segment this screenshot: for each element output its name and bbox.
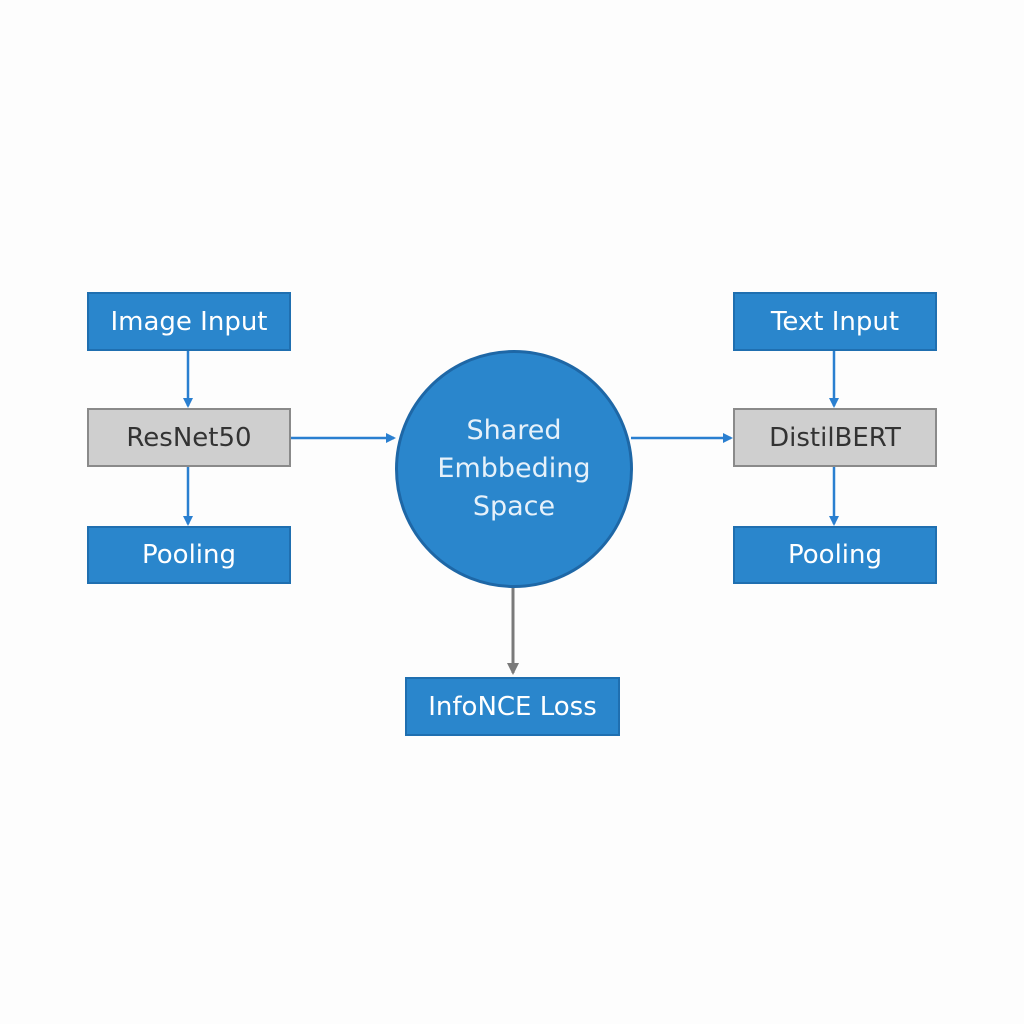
- image-input-label: Image Input: [110, 306, 268, 337]
- infonce-loss-node: InfoNCE Loss: [405, 677, 620, 736]
- text-input-node: Text Input: [733, 292, 937, 351]
- text-input-label: Text Input: [770, 306, 900, 337]
- resnet50-label: ResNet50: [126, 422, 252, 453]
- distilbert-node: DistilBERT: [733, 408, 937, 467]
- resnet50-node: ResNet50: [87, 408, 291, 467]
- shared-embedding-space-label: Shared Embbeding Space: [437, 415, 591, 522]
- shared-embedding-space-node: Shared Embbeding Space: [395, 350, 633, 588]
- pooling-left-node: Pooling: [87, 526, 291, 584]
- pooling-right-node: Pooling: [733, 526, 937, 584]
- infonce-loss-label: InfoNCE Loss: [428, 691, 597, 722]
- pooling-left-label: Pooling: [142, 540, 236, 570]
- distilbert-label: DistilBERT: [769, 422, 901, 453]
- image-input-node: Image Input: [87, 292, 291, 351]
- pooling-right-label: Pooling: [788, 540, 882, 570]
